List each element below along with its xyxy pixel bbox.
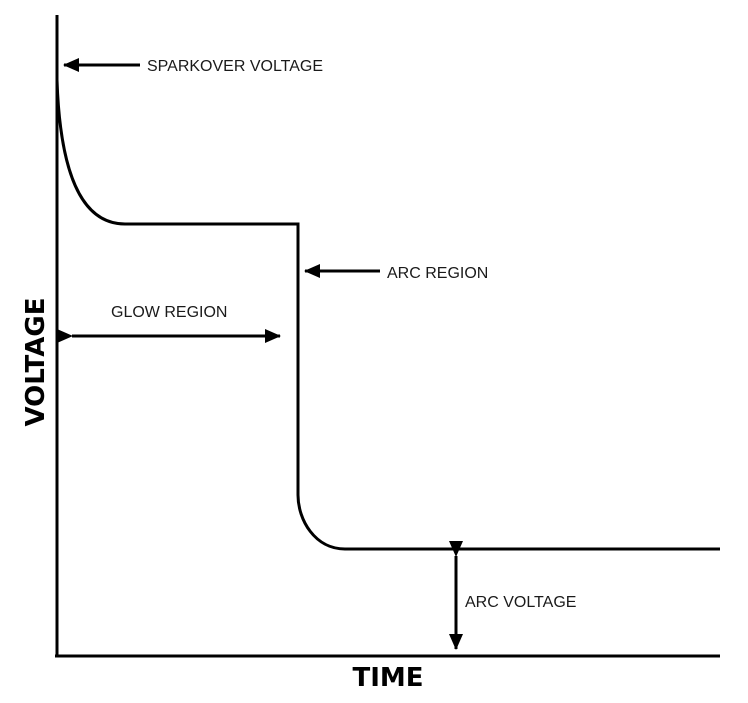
arc-region-label: ARC REGION	[387, 265, 488, 282]
voltage-curve	[55, 79, 720, 551]
sparkover-label: SPARKOVER VOLTAGE	[147, 58, 323, 75]
x-axis-label: TIME	[352, 663, 423, 693]
arc-voltage-label: ARC VOLTAGE	[465, 594, 576, 611]
glow-region-label: GLOW REGION	[111, 304, 227, 321]
y-axis-label: VOLTAGE	[21, 298, 51, 427]
